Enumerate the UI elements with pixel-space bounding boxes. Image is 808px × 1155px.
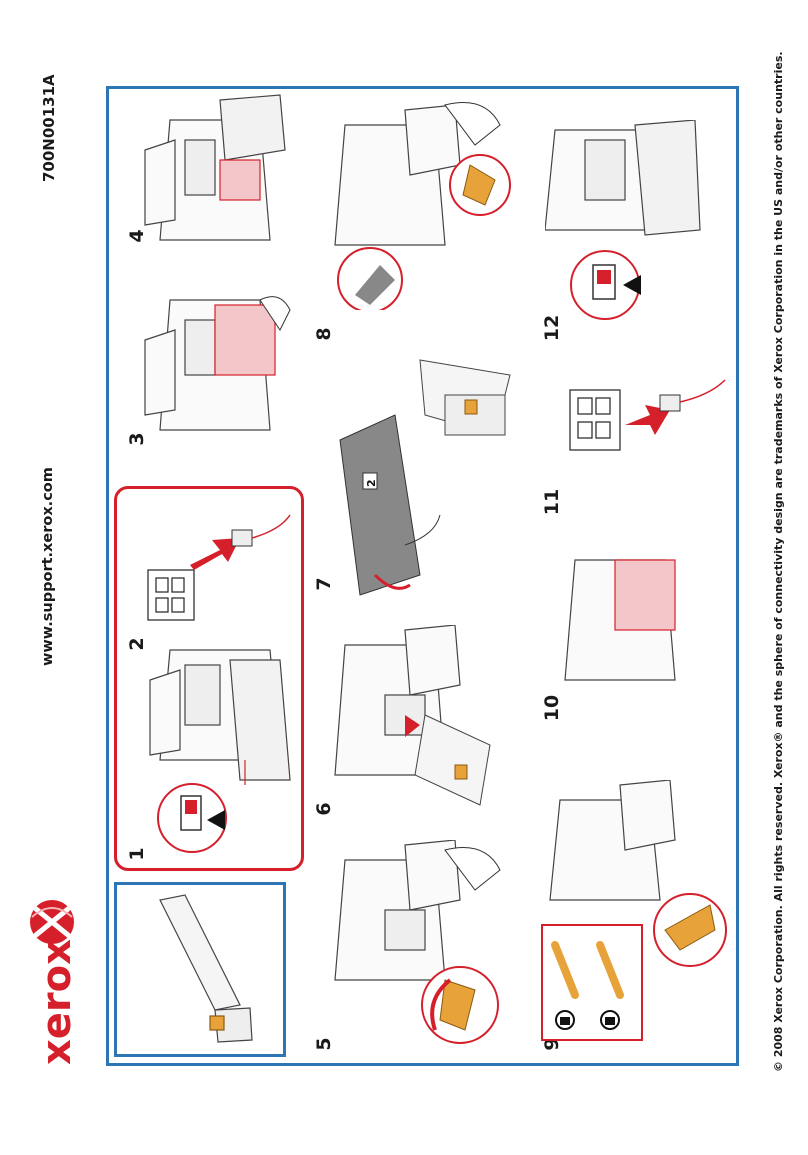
step-11-illustration [560,370,730,490]
step-8-illustration [325,95,515,310]
step-2-illustration [140,510,300,630]
magnify-circle-left [337,247,403,310]
wall-outlet-icon [569,389,621,451]
lock-icon [555,1010,575,1030]
step-number-10: 10 [541,694,563,722]
step-red-highlight-box [114,486,304,871]
toner-cartridge-icon [653,893,727,967]
toner-cartridge-icon [159,894,253,1043]
step-4-illustration [140,90,300,250]
xerox-sphere-icon [30,900,74,944]
power-switch-icon [157,783,227,853]
sheet-label: 2 [365,479,378,487]
arrow-icon [623,275,641,295]
toner-cartridge-icon [414,714,491,806]
copyright-notice: © 2008 Xerox Corporation. All rights res… [772,51,785,1072]
power-plug-icon [659,379,726,412]
power-plug-icon [231,514,291,547]
xerox-wordmark: xerox [34,939,80,1065]
step-10-illustration [555,540,705,690]
step-7-illustration: 2 [325,345,515,600]
step-6-illustration [325,625,500,840]
printer-illustration [564,559,676,681]
step-number-8: 8 [313,327,335,341]
paper-sheet-icon: 2 [339,414,421,596]
printer-illustration [334,840,461,981]
arrow-icon [207,810,225,830]
step-5-illustration [325,840,505,1055]
printer-illustration [144,94,286,241]
hand-icon [404,514,441,546]
toner-cartridge-icon [421,966,499,1044]
printer-illustration [334,625,461,776]
unlock-icon [600,1010,620,1030]
step-9-illustration [540,780,730,1045]
support-url[interactable]: www.support.xerox.com [40,467,56,666]
step-0-illustration [140,890,270,1050]
printer-illustration [545,120,701,236]
step-1-printer-illustration [140,640,300,790]
magnify-circle-right [449,154,511,216]
printer-illustration [549,780,676,901]
toner-cartridge-icon [419,359,511,436]
arrow-icon [190,538,240,570]
step-12-illustration [545,120,725,335]
hand-icon [259,296,291,331]
printer-illustration [334,104,461,246]
instruction-frame [106,86,739,1066]
arrow-icon [405,715,420,737]
step-blue-highlight-box [114,882,286,1057]
printer-illustration [144,299,276,431]
power-switch-icon [570,250,640,320]
step-1-power-switch [155,770,230,865]
hand-icon [444,102,501,146]
hand-icon [444,847,501,891]
arrow-icon [625,405,670,435]
arrow-icon [373,573,411,590]
step-number-11: 11 [541,488,563,516]
step-number-1: 1 [126,847,148,861]
document-code: 700N00131A [40,74,58,182]
printer-illustration [149,649,291,785]
step-3-illustration [140,290,300,445]
wall-outlet-icon [147,569,195,621]
xerox-logo: xerox [8,895,86,1070]
